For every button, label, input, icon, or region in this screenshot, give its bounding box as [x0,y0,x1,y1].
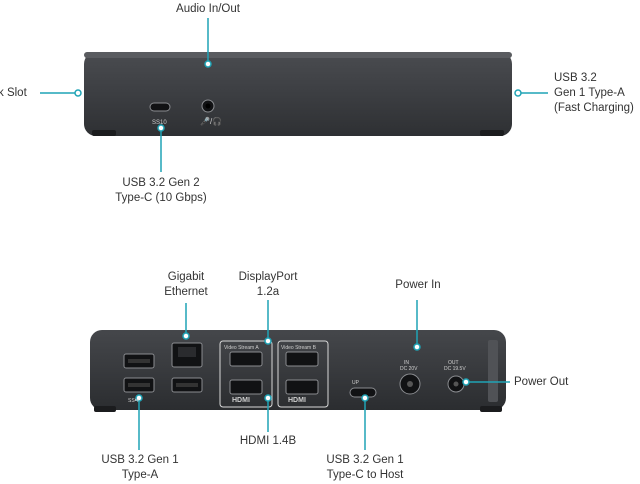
rear-video-stream-a [219,340,273,408]
label-usb-c-host: USB 3.2 Gen 1 Type-C to Host [326,454,404,481]
rear-usb-a-ports [123,353,203,393]
power-out-mark: OUT [448,360,459,366]
label-usb-c-gen2: USB 3.2 Gen 2 Type-C (10 Gbps) [115,177,207,204]
rear-power-out-port [447,375,465,393]
label-audio-in-out: Audio In/Out [176,3,240,15]
front-callouts [40,18,548,172]
usb-ss-mark: SS⇆ [128,398,139,404]
label-usb-a-rear: USB 3.2 Gen 1 Type-A [101,454,179,481]
rear-power-in-port [399,373,421,395]
rear-callouts [135,300,510,450]
label-lock-slot: k Slot [0,87,27,99]
video-stream-b-mark: Video Stream B [281,345,317,351]
hdmi-b-mark: HDMI [288,397,306,404]
rear-video-stream-b [277,340,329,408]
label-power-in: Power In [395,279,441,291]
power-in-mark: IN [404,360,409,366]
rear-ethernet-port [171,342,203,368]
power-out-voltage-mark: DC 19.5V [444,366,466,372]
video-stream-a-mark: Video Stream A [224,345,259,351]
rear-dock [90,330,506,412]
label-usb-a-fast-charging: USB 3.2 Gen 1 Type-A (Fast Charging) [554,72,634,114]
power-in-voltage-mark: DC 20V [400,366,418,372]
front-dock [84,52,512,136]
usb-c-up-mark: UP [352,380,360,386]
front-usb-c-port [149,102,171,112]
usb-c-logo-mark: SS10 [152,120,167,126]
label-displayport: DisplayPort 1.2a [238,271,298,298]
port-markings: SS10 🎤/🎧 Video Stream A Video Stream B H… [128,116,466,404]
label-hdmi: HDMI 1.4B [239,435,297,447]
hdmi-a-mark: HDMI [232,397,250,404]
front-audio-jack [201,99,215,113]
audio-symbol-mark: 🎤/🎧 [200,116,222,126]
label-power-out: Power Out [514,376,569,388]
label-gigabit-ethernet: Gigabit Ethernet [164,271,208,298]
